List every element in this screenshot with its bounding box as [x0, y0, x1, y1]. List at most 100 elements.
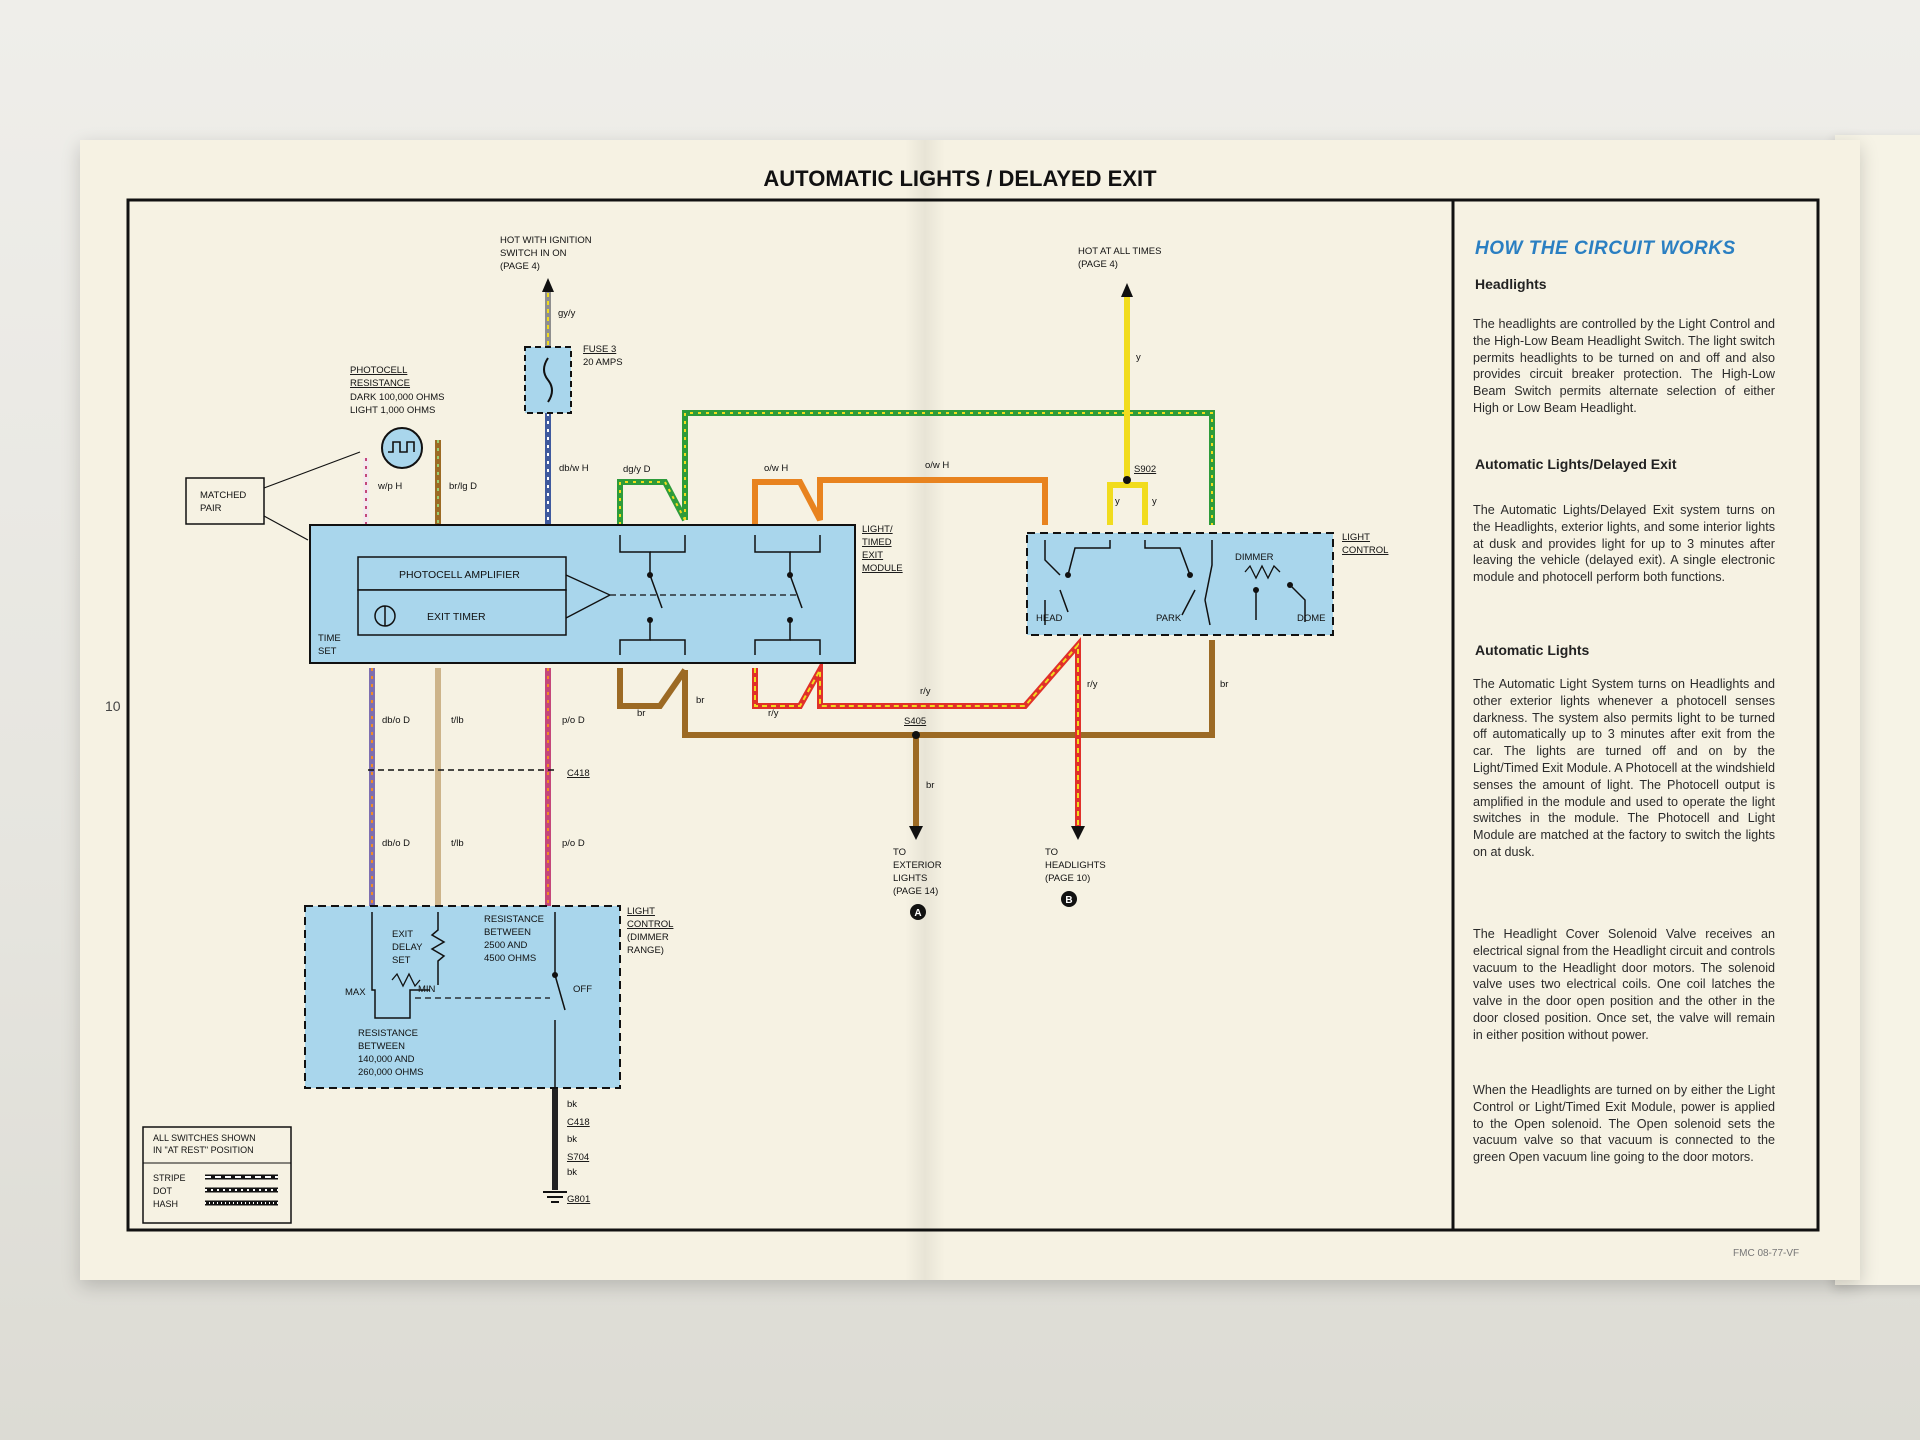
para-when: When the Headlights are turned on by eit…	[1473, 1083, 1775, 1165]
label-fuse-2: 20 AMPS	[583, 357, 623, 368]
label-time-1: TIME	[318, 633, 341, 644]
wire-label-br-1: br	[637, 708, 645, 719]
label-exit-delay-1: EXIT	[392, 929, 413, 940]
label-max: MAX	[345, 987, 366, 998]
label-res-between-3: 2500 AND	[484, 940, 527, 951]
label-to-ext-2: EXTERIOR	[893, 860, 942, 871]
label-hot-all-2: (PAGE 4)	[1078, 259, 1118, 270]
label-head: HEAD	[1036, 613, 1063, 624]
label-exit-delay-2: DELAY	[392, 942, 423, 953]
label-pc-amp: PHOTOCELL AMPLIFIER	[399, 569, 520, 581]
label-off: OFF	[573, 984, 592, 995]
wire-label-db-o-1: db/o D	[382, 715, 410, 726]
wire-label-br-lg: br/lg D	[449, 481, 477, 492]
wire-br-bottom	[617, 640, 1215, 840]
label-c418-a: C418	[567, 768, 590, 779]
wire-label-r-y-3: r/y	[1087, 679, 1098, 690]
dimmer-light-control	[304, 905, 621, 1089]
wire-label-o-w-2: o/w H	[925, 460, 949, 471]
label-dimmer-lc-4: RANGE)	[627, 945, 664, 956]
label-res-between-2: BETWEEN	[484, 927, 531, 938]
label-module-3: EXIT	[862, 550, 883, 561]
para-headlights: The headlights are controlled by the Lig…	[1473, 317, 1775, 415]
diagram-frame	[126, 198, 1820, 1232]
doc-code: FMC 08-77-VF	[1733, 1248, 1800, 1259]
label-hot-ign-1: HOT WITH IGNITION	[500, 235, 592, 246]
wire-label-w-p: w/p H	[377, 481, 402, 492]
label-hash: HASH	[153, 1199, 178, 1209]
label-pc-res-4: LIGHT 1,000 OHMS	[350, 405, 435, 416]
label-module-4: MODULE	[862, 563, 903, 574]
wire-label-bk-3: bk	[567, 1167, 577, 1178]
wire-label-t-lb-2: t/lb	[451, 838, 464, 849]
wire-label-t-lb-1: t/lb	[451, 715, 464, 726]
wire-label-p-o-2: p/o D	[562, 838, 585, 849]
manual-page	[80, 140, 1860, 1280]
label-s405: S405	[904, 716, 926, 727]
label-to-head-2: HEADLIGHTS	[1045, 860, 1106, 871]
light-control-switch	[1026, 532, 1334, 636]
label-matched-1: MATCHED	[200, 490, 246, 501]
label-hot-ign-2: SWITCH IN ON	[500, 248, 567, 259]
marker-b-label: B	[1065, 895, 1072, 906]
para-solenoid: The Headlight Cover Solenoid Valve recei…	[1473, 927, 1775, 1042]
label-park: PARK	[1156, 613, 1182, 624]
label-lc-1: LIGHT	[1342, 532, 1370, 543]
label-dimmer-lc-1: LIGHT	[627, 906, 655, 917]
panel-title: HOW THE CIRCUIT WORKS	[1475, 238, 1736, 259]
wire-label-db-o-2: db/o D	[382, 838, 410, 849]
wire-label-bk-1: bk	[567, 1099, 577, 1110]
label-res-between-1: RESISTANCE	[484, 914, 544, 925]
label-dimmer: DIMMER	[1235, 552, 1274, 563]
para-auto: The Automatic Light System turns on Head…	[1473, 677, 1775, 859]
heading-headlights: Headlights	[1475, 276, 1547, 292]
page-number: 10	[105, 698, 121, 714]
fuse-3	[524, 346, 572, 414]
label-c418-b: C418	[567, 1117, 590, 1128]
label-module-1: LIGHT/	[862, 524, 893, 535]
label-to-head-3: (PAGE 10)	[1045, 873, 1090, 884]
label-pc-res-1: PHOTOCELL	[350, 365, 407, 376]
label-lc-2: CONTROL	[1342, 545, 1388, 556]
label-dimmer-lc-2: CONTROL	[627, 919, 673, 930]
label-module-2: TIMED	[862, 537, 892, 548]
wire-dg-y	[617, 410, 1215, 525]
wire-label-br-4: br	[1220, 679, 1228, 690]
para-auto-delayed: The Automatic Lights/Delayed Exit system…	[1473, 503, 1775, 585]
label-legend-1: ALL SWITCHES SHOWN	[153, 1133, 256, 1143]
label-res-low-2: BETWEEN	[358, 1041, 405, 1052]
label-hot-ign-3: (PAGE 4)	[500, 261, 540, 272]
wire-label-y-top: y	[1136, 352, 1141, 363]
wire-o-w	[752, 477, 1048, 525]
matched-pair-box	[185, 451, 361, 541]
wire-label-r-y-2: r/y	[920, 686, 931, 697]
label-res-low-4: 260,000 OHMS	[358, 1067, 423, 1078]
page-title: AUTOMATIC LIGHTS / DELAYED EXIT	[763, 166, 1157, 191]
label-pc-res-2: RESISTANCE	[350, 378, 410, 389]
wire-label-bk-2: bk	[567, 1134, 577, 1145]
label-time-2: SET	[318, 646, 337, 657]
label-exit-timer: EXIT TIMER	[427, 611, 486, 623]
how-circuit-works-panel: HOW THE CIRCUIT WORKS Headlights The hea…	[1453, 198, 1797, 1228]
label-exit-delay-3: SET	[392, 955, 411, 966]
label-res-between-4: 4500 OHMS	[484, 953, 536, 964]
photocell	[381, 427, 423, 469]
wire-label-o-w-1: o/w H	[764, 463, 788, 474]
label-g801: G801	[567, 1194, 590, 1205]
wire-label-db-w: db/w H	[559, 463, 589, 474]
diagram-labels: HOT WITH IGNITION SWITCH IN ON (PAGE 4) …	[153, 235, 1388, 1209]
page-crease	[905, 140, 945, 1280]
label-res-low-1: RESISTANCE	[358, 1028, 418, 1039]
label-to-ext-4: (PAGE 14)	[893, 886, 938, 897]
legend-box	[142, 1126, 292, 1224]
marker-b: B	[1061, 891, 1077, 907]
heading-auto: Automatic Lights	[1475, 642, 1590, 658]
light-timed-exit-module	[309, 524, 856, 664]
label-stripe: STRIPE	[153, 1173, 186, 1183]
marker-a-label: A	[914, 908, 921, 919]
label-fuse-1: FUSE 3	[583, 344, 616, 355]
wire-label-r-y-1: r/y	[768, 708, 779, 719]
label-res-low-3: 140,000 AND	[358, 1054, 415, 1065]
label-to-ext-1: TO	[893, 847, 906, 858]
